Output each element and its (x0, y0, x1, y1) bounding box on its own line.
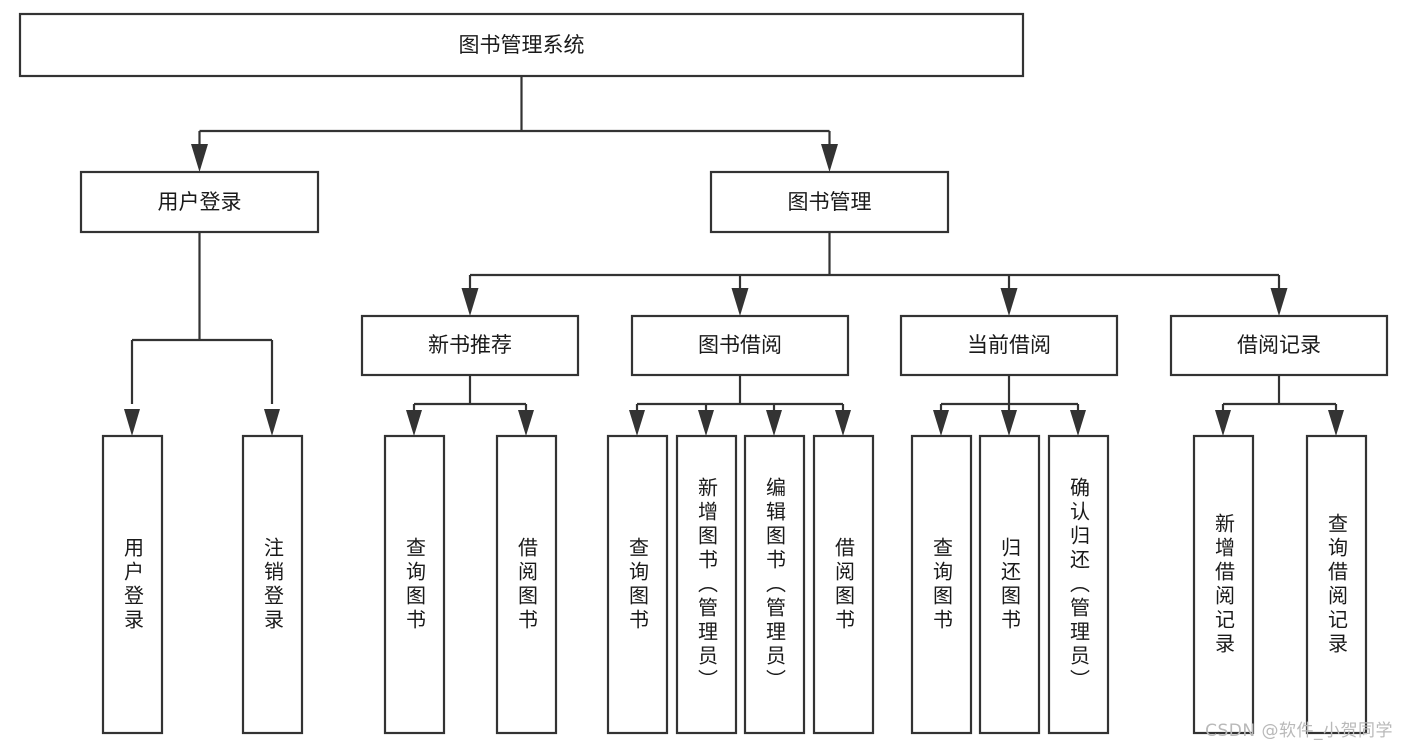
node-box-leaf-query-record[interactable] (1305, 434, 1368, 735)
node-box-user-login[interactable] (79, 170, 320, 234)
arrow-head-icon (629, 410, 645, 436)
node-new-book-rec[interactable]: 新书推荐 (360, 314, 580, 377)
arrow-head-icon (1070, 410, 1086, 436)
arrow-head-icon (264, 409, 280, 436)
arrow-head-icon (1001, 410, 1017, 436)
node-book-borrow[interactable]: 图书借阅 (630, 314, 850, 377)
arrow-head-icon (1328, 410, 1344, 436)
arrow-head-icon (731, 288, 749, 316)
arrow-head-icon (1215, 410, 1231, 436)
arrow-head-icon (766, 410, 782, 436)
arrow-head-icon (1270, 288, 1288, 316)
node-box-leaf-logout[interactable] (241, 434, 304, 735)
arrow-head-icon (821, 144, 838, 172)
node-label-book-borrow: 图书借阅 (698, 333, 782, 357)
node-box-current-borrow[interactable] (899, 314, 1119, 377)
node-box-leaf-borrow-book-2[interactable] (812, 434, 875, 735)
arrow-head-icon (518, 410, 534, 436)
arrow-head-icon (191, 144, 208, 172)
node-box-root[interactable] (18, 12, 1025, 78)
node-current-borrow[interactable]: 当前借阅 (899, 314, 1119, 377)
csdn-watermark: CSDN @软件_小贺同学 (1205, 721, 1393, 741)
node-label-root: 图书管理系统 (459, 33, 585, 57)
arrow-head-icon (933, 410, 949, 436)
node-box-leaf-query-book-1[interactable] (383, 434, 446, 735)
node-box-leaf-confirm-return[interactable] (1047, 434, 1110, 735)
leaf-node-group (101, 434, 1368, 735)
node-box-leaf-add-record[interactable] (1192, 434, 1255, 735)
node-user-login[interactable]: 用户登录 (79, 170, 320, 234)
arrow-head-icon (835, 410, 851, 436)
node-borrow-record[interactable]: 借阅记录 (1169, 314, 1389, 377)
node-box-borrow-record[interactable] (1169, 314, 1389, 377)
arrow-head-icon (406, 410, 422, 436)
node-box-book-manage[interactable] (709, 170, 950, 234)
node-box-new-book-rec[interactable] (360, 314, 580, 377)
node-box-leaf-borrow-book-1[interactable] (495, 434, 558, 735)
arrow-head-icon (1000, 288, 1018, 316)
node-box-leaf-query-book-3[interactable] (910, 434, 973, 735)
node-box-leaf-query-book-2[interactable] (606, 434, 669, 735)
node-box-leaf-add-book[interactable] (675, 434, 738, 735)
arrow-head-icon (124, 409, 140, 436)
node-label-current-borrow: 当前借阅 (967, 333, 1051, 357)
node-label-new-book-rec: 新书推荐 (428, 333, 512, 357)
connector-layer (124, 76, 1344, 436)
node-box-leaf-user-login[interactable] (101, 434, 164, 735)
arrow-head-icon (461, 288, 479, 316)
node-root[interactable]: 图书管理系统 (18, 12, 1025, 78)
node-label-user-login: 用户登录 (158, 190, 242, 214)
node-label-borrow-record: 借阅记录 (1237, 333, 1321, 357)
node-book-manage[interactable]: 图书管理 (709, 170, 950, 234)
node-box-book-borrow[interactable] (630, 314, 850, 377)
node-label-book-manage: 图书管理 (788, 190, 872, 214)
node-box-leaf-return-book[interactable] (978, 434, 1041, 735)
arrow-head-icon (698, 410, 714, 436)
node-box-leaf-edit-book[interactable] (743, 434, 806, 735)
